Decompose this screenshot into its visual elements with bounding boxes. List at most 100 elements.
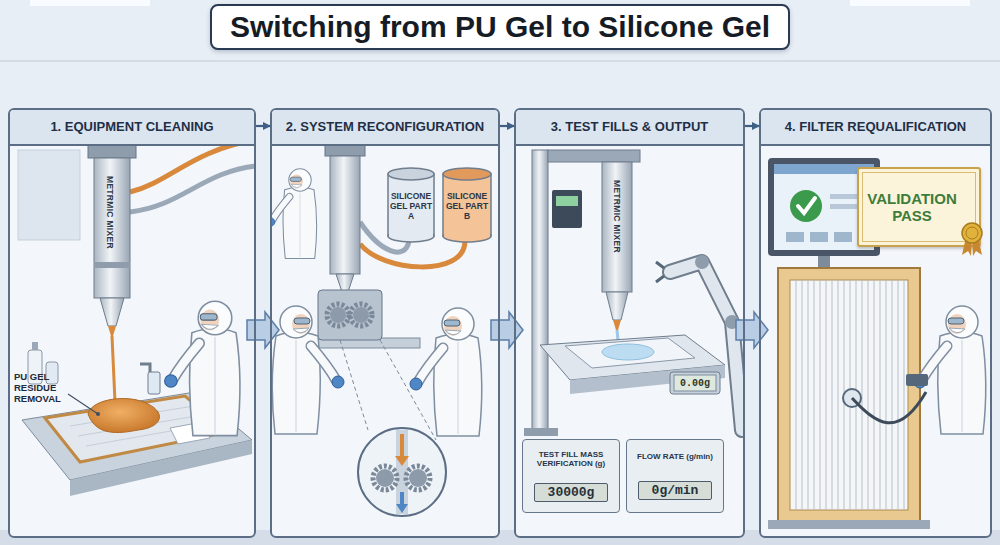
inset-pipe xyxy=(396,430,408,514)
probe-cable xyxy=(852,392,926,423)
handheld-tester xyxy=(906,374,928,386)
requalification-scene xyxy=(768,158,986,529)
inset-leader xyxy=(340,340,436,440)
scale-reading: 0.00g xyxy=(674,376,716,392)
panel-heading: 2. SYSTEM RECONFIGURATION xyxy=(272,110,498,146)
leader-dot xyxy=(96,412,100,416)
mixer-band xyxy=(94,262,130,268)
tank-lid xyxy=(443,168,491,180)
mixer-nozzle xyxy=(336,274,354,292)
cleanroom-window xyxy=(18,150,80,240)
step-panel: 2. SYSTEM RECONFIGURATION SILICONE GEL PA… xyxy=(270,108,500,538)
wall-line xyxy=(0,60,1000,62)
panel-fill xyxy=(8,108,256,538)
tank-label: SILICONE GEL PART A xyxy=(389,192,433,221)
mixer-body xyxy=(602,162,632,292)
gear xyxy=(406,466,430,490)
gear xyxy=(353,307,369,323)
equipment-label: METRMIC MIXER xyxy=(612,180,622,253)
robot-arm-outline xyxy=(670,262,742,430)
hose xyxy=(130,140,256,192)
check-mark xyxy=(798,198,815,213)
title-text: Switching from PU Gel to Silicone Gel xyxy=(230,10,770,44)
spray-bottle xyxy=(148,372,160,394)
flow-arrow-blue xyxy=(400,492,404,506)
rail-base xyxy=(524,428,558,436)
medal-ribbon xyxy=(959,221,985,257)
arrow-head xyxy=(395,456,409,466)
robot-joint xyxy=(695,255,709,269)
step-panel: 3. TEST FILLS & OUTPUT TEST FILL MASS VER… xyxy=(514,108,745,538)
material-tank: SILICONE GEL PART B xyxy=(442,167,492,243)
cleaning-scene xyxy=(18,140,256,496)
nozzle-tip xyxy=(108,326,116,336)
robot-gripper xyxy=(656,262,664,282)
technician xyxy=(272,306,344,434)
readout-title: TEST FILL MASS VERIFICATION (g) xyxy=(526,450,616,468)
screen-button xyxy=(810,232,828,242)
gel-stream xyxy=(112,336,115,402)
mixer-body xyxy=(94,158,130,298)
filter-frame xyxy=(778,268,920,522)
gear xyxy=(350,304,372,326)
flow-chevron xyxy=(491,312,523,348)
flow-chevron xyxy=(736,312,768,348)
mixer-body xyxy=(330,156,360,274)
filter-stand xyxy=(768,520,930,529)
mixer-mount xyxy=(88,144,136,158)
fill-dish xyxy=(565,338,695,368)
filter-media xyxy=(790,280,908,510)
readout-box: FLOW RATE (g/min) 0g/min xyxy=(626,439,724,513)
nozzle-tip xyxy=(613,320,621,330)
tank-label: SILICONE GEL PART B xyxy=(444,192,490,221)
panel-heading: 1. EQUIPMENT CLEANING xyxy=(10,110,254,146)
silicone-gel xyxy=(602,344,654,360)
certificate-text: VALIDATION PASS xyxy=(867,190,957,225)
panel-heading: 3. TEST FILLS & OUTPUT xyxy=(516,110,743,146)
controller-screen xyxy=(556,196,578,206)
ceiling-light xyxy=(30,0,150,6)
step-panel: 4. FILTER REQUALIFICATION VALIDATION PASS xyxy=(759,108,992,538)
title-box: Switching from PU Gel to Silicone Gel xyxy=(210,4,790,50)
flow-arrow xyxy=(745,125,759,127)
readout-value: 30000g xyxy=(534,483,608,502)
tank-body xyxy=(443,174,491,236)
mixer-nozzle xyxy=(606,292,628,320)
hose xyxy=(360,241,465,267)
technician xyxy=(165,301,240,435)
gear xyxy=(327,304,349,326)
tank-body-cover xyxy=(389,227,433,236)
scale-display xyxy=(674,375,716,391)
technician xyxy=(410,308,482,436)
test-fill-scene xyxy=(524,150,742,436)
medal xyxy=(962,223,982,243)
tank-body xyxy=(388,174,434,236)
gear xyxy=(409,469,427,487)
pu-gel-puddle xyxy=(88,399,159,433)
panel-fill xyxy=(759,108,992,538)
controller xyxy=(552,190,582,228)
panel-heading: 4. FILTER REQUALIFICATION xyxy=(761,110,990,146)
scale-base xyxy=(570,365,725,394)
flow-arrow xyxy=(500,125,514,127)
detail-inset xyxy=(358,428,446,516)
screen-button xyxy=(834,232,852,242)
arrow-head xyxy=(396,504,408,513)
robot-arm xyxy=(670,262,742,430)
ceiling-light xyxy=(850,0,970,6)
panel-fill xyxy=(514,108,745,538)
gear xyxy=(373,466,397,490)
check-circle xyxy=(790,190,822,222)
readout-title: FLOW RATE (g/min) xyxy=(637,452,713,461)
flow-arrow-orange xyxy=(400,434,404,458)
readout-value: 0g/min xyxy=(638,481,712,500)
dispenser-rail xyxy=(532,150,548,430)
screen-button xyxy=(786,232,804,242)
material-tank: SILICONE GEL PART A xyxy=(387,167,435,243)
